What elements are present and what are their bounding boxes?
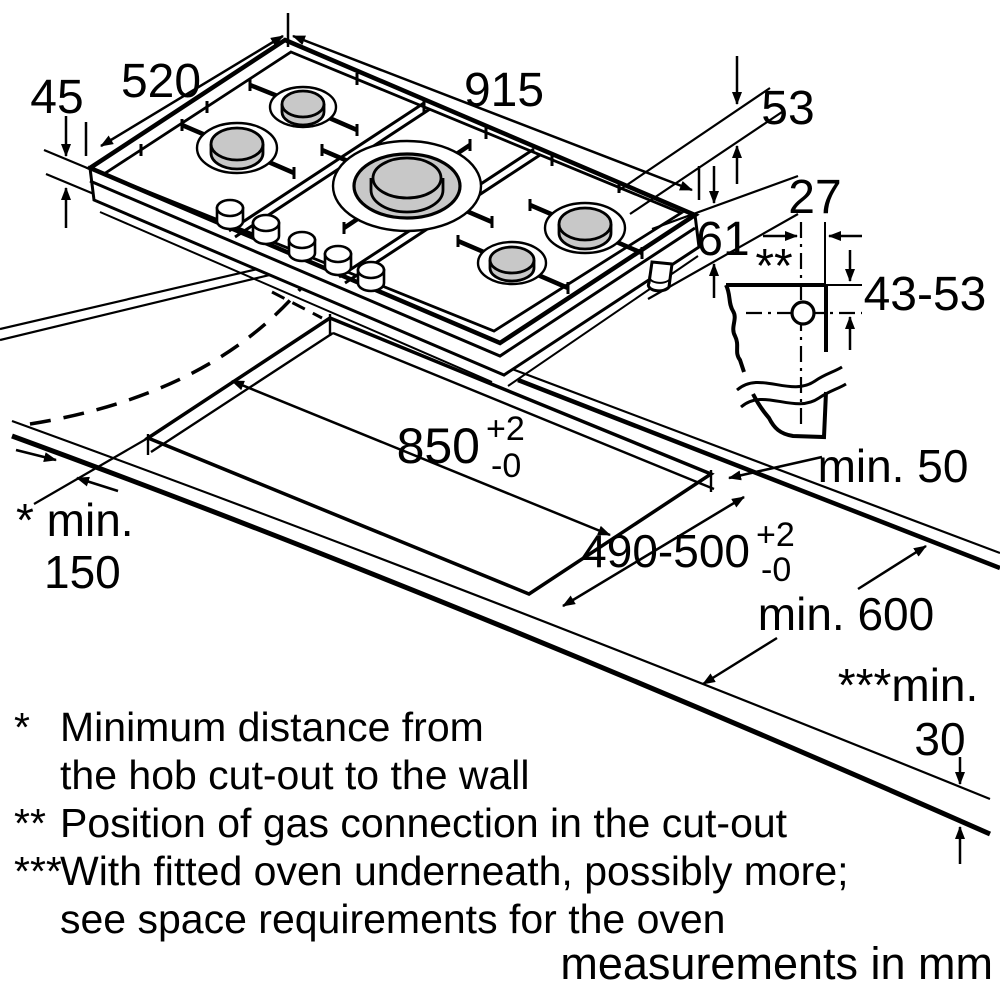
worktop-front-edge-thick xyxy=(11,433,992,837)
gas-connection-point xyxy=(790,300,816,326)
cutout-corner-ticks xyxy=(146,314,713,492)
dim-label-min30-line1: ***min. xyxy=(838,659,979,711)
dim-label-850-tol-minus: -0 xyxy=(491,447,521,485)
footnote-2-marker: ** xyxy=(14,800,46,846)
detail-lower-piece xyxy=(751,391,828,440)
dim-leader-min600-front xyxy=(702,636,778,686)
ext-lines-45 xyxy=(43,148,95,196)
knob-3 xyxy=(287,230,317,263)
knob-5 xyxy=(356,260,386,293)
dim-label-min600: min. 600 xyxy=(758,588,934,640)
hob-dimensions: 45 520 915 53 61 xyxy=(30,13,815,300)
knob-4 xyxy=(323,244,353,277)
footnote-1-line2: the hob cut-out to the wall xyxy=(60,752,530,798)
dim-label-850-tol-plus: +2 xyxy=(486,410,525,448)
dim-line-915 xyxy=(292,34,693,192)
dim-label-min50: min. 50 xyxy=(818,440,969,492)
detail-break-lines xyxy=(736,365,847,409)
ext-lines-61 xyxy=(647,174,799,300)
knob-2 xyxy=(251,213,281,246)
hob-front-face-line xyxy=(89,179,696,358)
burner-wok-centre xyxy=(331,139,483,233)
worktop-front-edge xyxy=(11,419,991,801)
burner-small-front xyxy=(476,240,548,286)
wall-dashed-line-2 xyxy=(271,290,323,320)
burner-small-back xyxy=(268,85,338,129)
gas-marker-asterisks: ** xyxy=(755,240,792,293)
dim-leader-min50 xyxy=(728,455,823,481)
detail-left-torn-edge xyxy=(724,284,746,373)
dim-line-490-500 xyxy=(562,495,745,608)
wall-dashed-line xyxy=(29,285,304,426)
ext-lines-53 xyxy=(617,87,783,215)
footnote-3-marker: *** xyxy=(14,848,62,894)
dim-label-53: 53 xyxy=(761,82,814,135)
footnote-3-line2: see space requirements for the oven xyxy=(60,896,726,942)
dim-label-915: 915 xyxy=(464,64,544,117)
dim-ticks-520 xyxy=(84,13,290,156)
units-note: measurements in mm xyxy=(560,938,993,989)
dim-label-490-tol-plus: +2 xyxy=(756,516,795,554)
knob-1 xyxy=(215,198,245,231)
footnote-2-line1: Position of gas connection in the cut-ou… xyxy=(60,800,788,846)
dim-label-490-tol-minus: -0 xyxy=(761,551,791,589)
gas-connection-detail: 27 ** 43-53 xyxy=(724,171,987,440)
footnote-3-line1: With fitted oven underneath, possibly mo… xyxy=(60,848,849,894)
footnote-1-line1: Minimum distance from xyxy=(60,704,484,750)
dim-label-min30-line2: 30 xyxy=(914,713,965,765)
dim-line-850 xyxy=(231,379,611,537)
dim-label-43-53: 43-53 xyxy=(864,268,987,321)
footnotes: * Minimum distance from the hob cut-out … xyxy=(14,704,993,989)
control-knobs xyxy=(215,198,386,293)
cutout-depth-edge-left xyxy=(150,331,334,454)
cutout-edge-extension-line xyxy=(33,437,149,505)
burner-medium-right xyxy=(543,201,627,255)
hob-skirt-left xyxy=(99,211,493,383)
dim-arrow-min150-left xyxy=(15,448,57,462)
dim-label-850: 850 xyxy=(397,418,480,474)
dim-label-520: 520 xyxy=(121,55,201,108)
worktop-drawing xyxy=(0,249,1000,837)
gas-stub-band xyxy=(648,274,671,284)
footnote-1-marker: * xyxy=(14,704,30,750)
burner-medium-left xyxy=(195,121,279,175)
dim-label-27: 27 xyxy=(788,171,841,224)
dim-label-min150-line1: * min. xyxy=(16,494,134,546)
cutout-dimensions: 850 +2 -0 490-500 +2 -0 * min. 150 min. … xyxy=(15,379,979,864)
dim-line-520 xyxy=(100,34,284,148)
dim-label-61: 61 xyxy=(696,213,749,266)
dim-leader-min600-back xyxy=(857,544,927,591)
dim-label-min150-line2: 150 xyxy=(44,546,121,598)
dim-label-490-500: 490-500 xyxy=(581,525,750,577)
dim-arrow-min150-right xyxy=(76,476,119,493)
dim-label-45: 45 xyxy=(30,71,83,124)
